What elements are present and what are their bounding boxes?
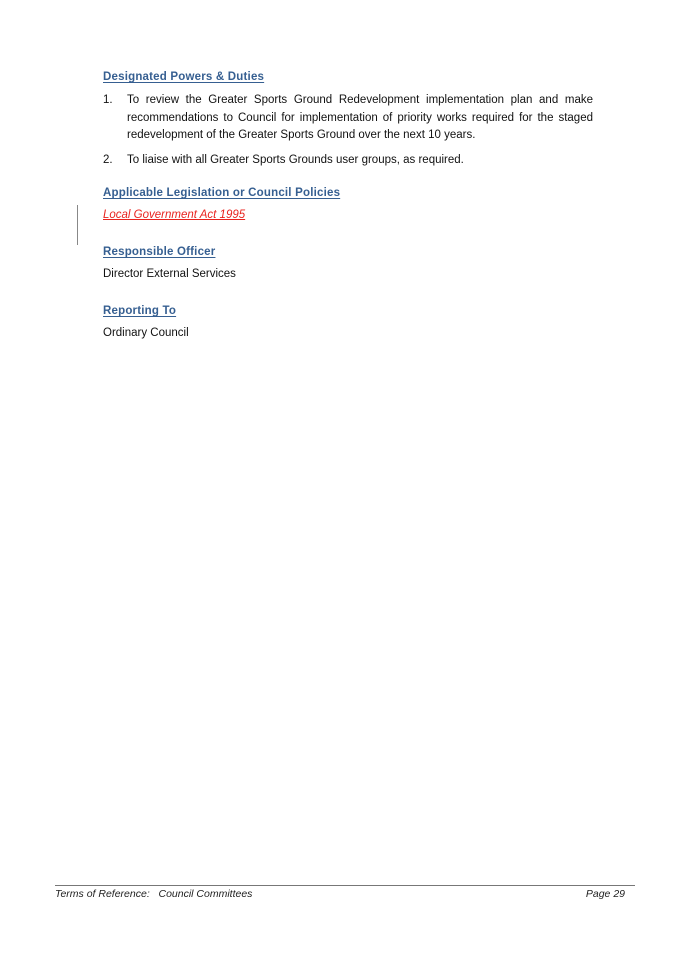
responsible-officer-value: Director External Services: [103, 268, 236, 280]
list-text: To review the Greater Sports Ground Rede…: [127, 94, 593, 141]
list-number: 1.: [103, 94, 113, 106]
list-item: 1. To review the Greater Sports Ground R…: [103, 92, 593, 145]
list-number: 2.: [103, 153, 113, 166]
heading-designated-powers: Designated Powers & Duties: [103, 71, 265, 83]
list-text: To liaise with all Greater Sports Ground…: [127, 153, 464, 166]
heading-applicable-legislation: Applicable Legislation or Council Polici…: [103, 187, 341, 199]
powers-list: 1. To review the Greater Sports Ground R…: [103, 92, 593, 176]
reporting-to-value: Ordinary Council: [103, 327, 189, 339]
footer-title: Terms of Reference: Council Committees: [55, 888, 253, 900]
change-bar: [77, 205, 78, 245]
page-number: Page 29: [585, 888, 625, 900]
heading-responsible-officer: Responsible Officer: [103, 246, 216, 258]
list-item: 2. To liaise with all Greater Sports Gro…: [103, 152, 593, 170]
heading-reporting-to: Reporting To: [103, 305, 177, 317]
footer-divider: [55, 885, 635, 886]
legislation-link[interactable]: Local Government Act 1995: [103, 209, 246, 221]
